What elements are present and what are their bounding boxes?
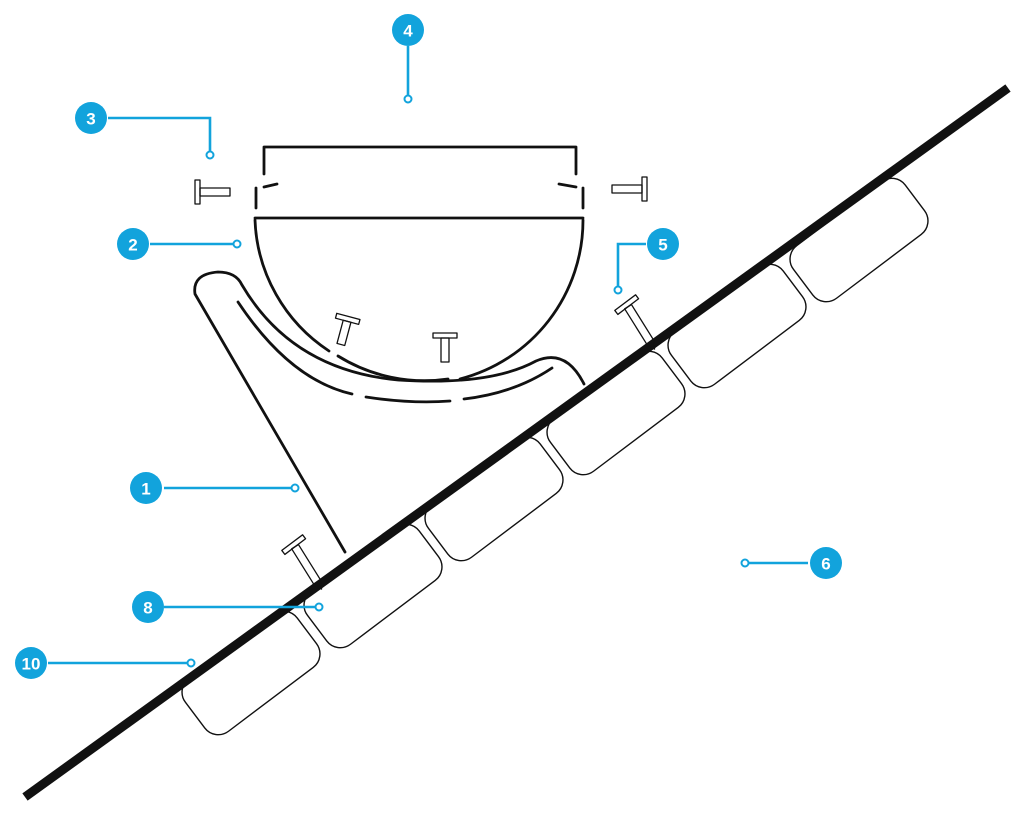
callout-marker-4[interactable]: 4 — [392, 14, 424, 46]
callout-marker-5[interactable]: 5 — [647, 228, 679, 260]
gutter-hook-bracket — [193, 270, 586, 554]
gutter-end-cap — [254, 145, 585, 210]
leader-5 — [616, 242, 646, 287]
roofing-screw-lower — [281, 534, 323, 590]
rivet-bottom-center — [432, 332, 458, 363]
callout-leaders — [48, 46, 808, 668]
marker-label: 10 — [22, 655, 41, 674]
rivet-bottom-left — [334, 312, 361, 347]
marker-label: 3 — [86, 110, 95, 129]
rivet-left — [194, 179, 231, 205]
callout-marker-1[interactable]: 1 — [130, 472, 162, 504]
callout-marker-10[interactable]: 10 — [15, 647, 47, 679]
rivet-right — [611, 176, 648, 202]
marker-label: 4 — [403, 22, 413, 41]
gutter-body — [236, 216, 585, 404]
marker-label: 1 — [141, 480, 150, 499]
callout-marker-3[interactable]: 3 — [75, 102, 107, 134]
marker-label: 6 — [821, 555, 830, 574]
marker-label: 5 — [658, 236, 667, 255]
callout-marker-2[interactable]: 2 — [117, 228, 149, 260]
callout-marker-6[interactable]: 6 — [810, 547, 842, 579]
marker-label: 8 — [143, 599, 152, 618]
callout-marker-8[interactable]: 8 — [132, 591, 164, 623]
roofing-screw-upper — [614, 294, 656, 350]
marker-label: 2 — [128, 236, 137, 255]
leader-3 — [108, 116, 212, 152]
roof-deck — [22, 84, 1011, 801]
